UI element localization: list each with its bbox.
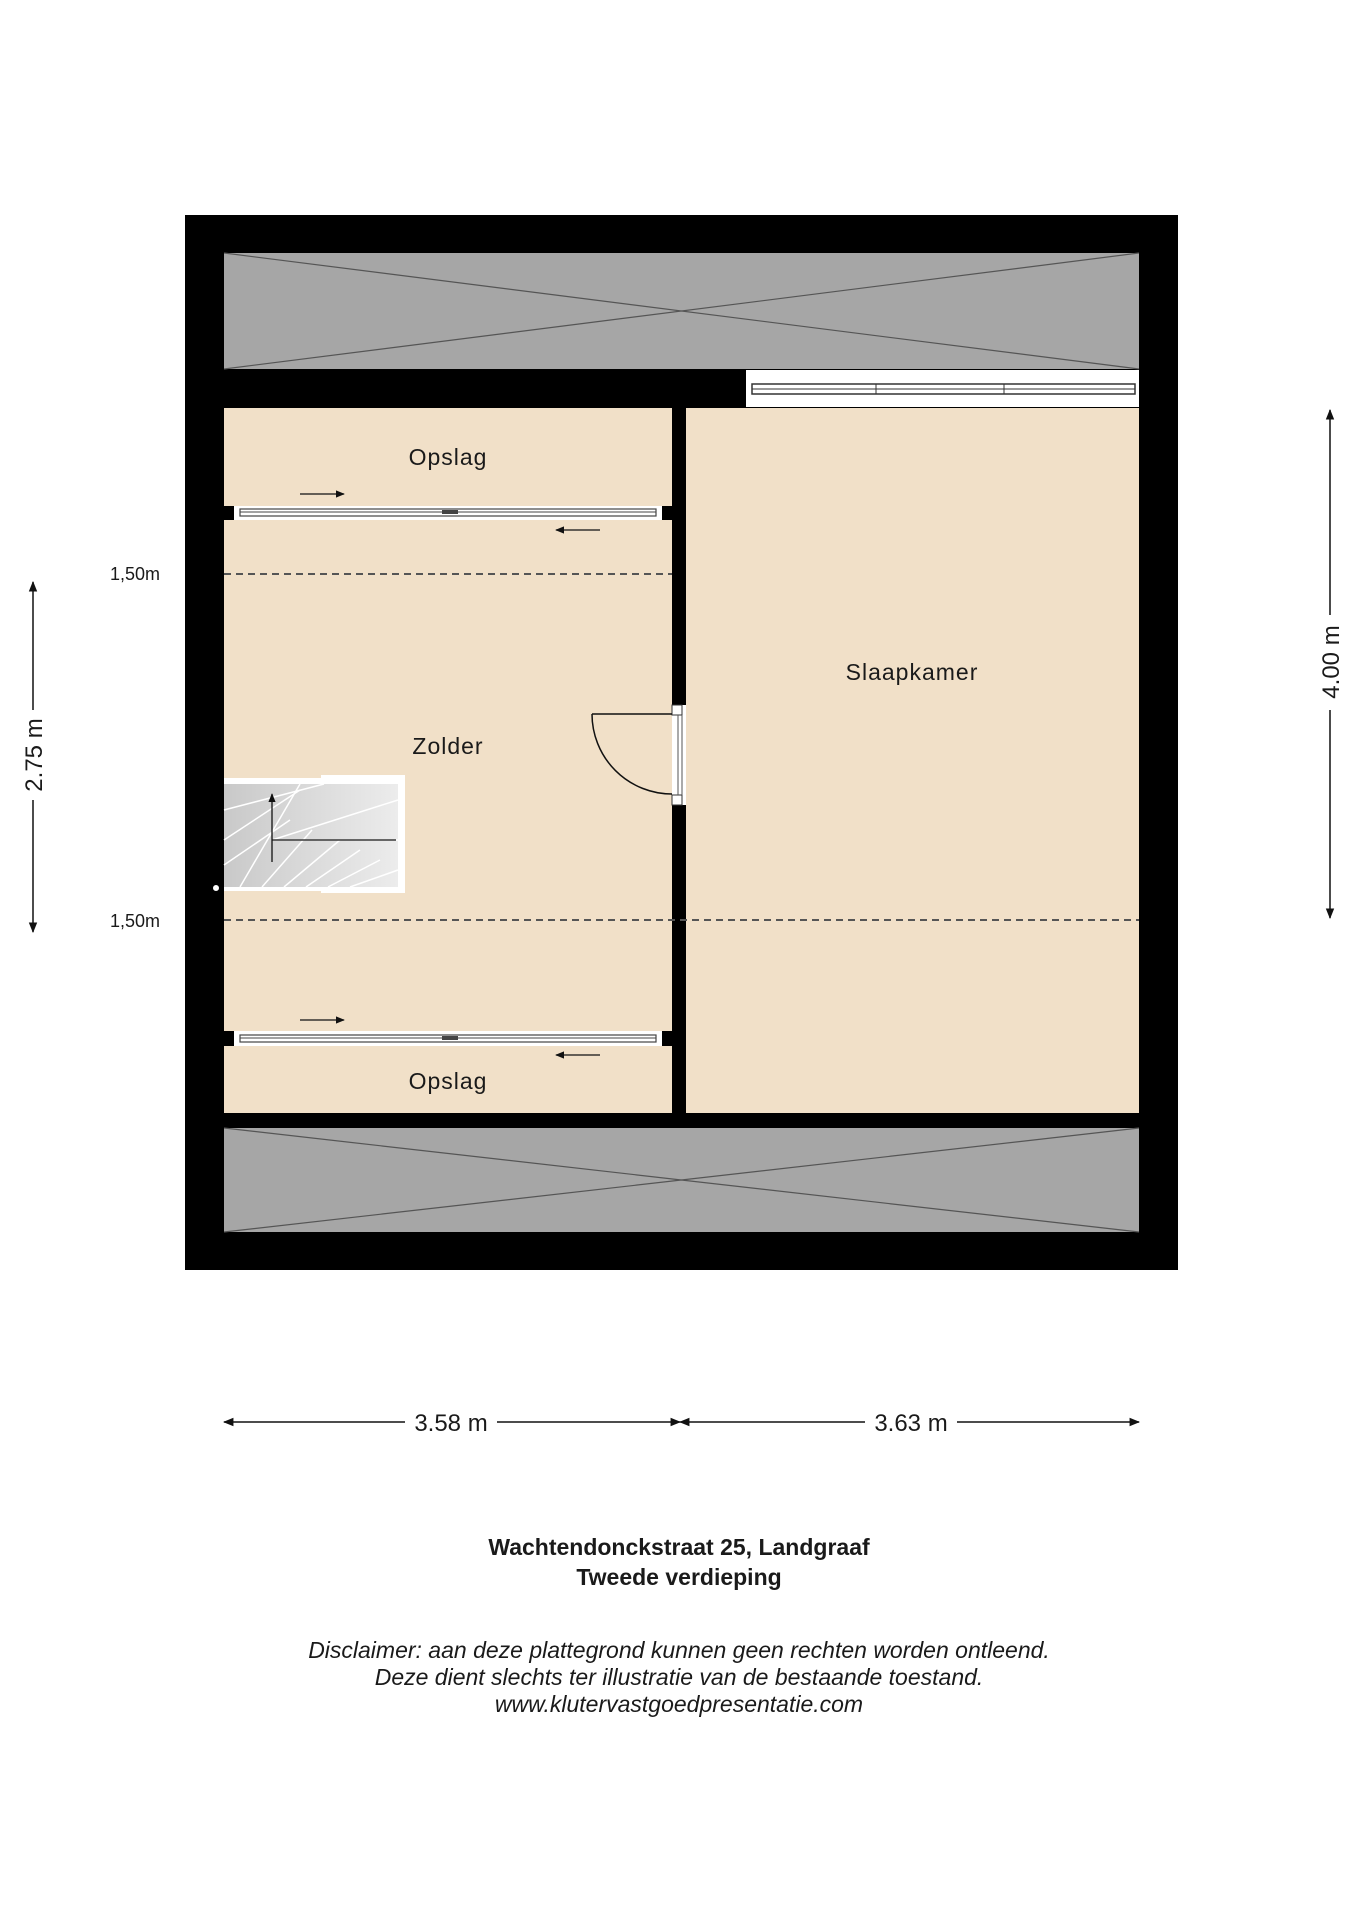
height-label-upper: 1,50m (110, 564, 160, 584)
window-top (746, 370, 1139, 407)
dimension-label-right: 4.00 m (1318, 625, 1345, 698)
dimension-bottom-left: 3.58 m (222, 1410, 682, 1437)
void-top (223, 252, 1140, 370)
address-label: Wachtendonckstraat 25, Landgraaf (488, 1534, 870, 1560)
room-opslag-top (224, 408, 672, 506)
room-zolder (224, 520, 672, 1031)
room-opslag-bottom (224, 1046, 672, 1113)
door-slaapkamer (591, 704, 686, 806)
dimension-right: 4.00 m (1318, 408, 1345, 920)
disclaimer-website: www.klutervastgoedpresentatie.com (494, 1691, 864, 1717)
dimension-left: 2.75 m (21, 580, 48, 934)
room-label-opslag-top: Opslag (409, 444, 488, 470)
room-slaapkamer (686, 408, 1139, 1113)
disclaimer: Disclaimer: aan deze plattegrond kunnen … (0, 1637, 1358, 1718)
room-label-slaapkamer: Slaapkamer (846, 659, 979, 685)
disclaimer-line-2: Deze dient slechts ter illustratie van d… (374, 1664, 984, 1690)
sliding-door-bottom (234, 1016, 662, 1059)
plan-caption: Wachtendonckstraat 25, Landgraaf Tweede … (0, 1532, 1358, 1592)
height-label-lower: 1,50m (110, 911, 160, 931)
room-label-zolder: Zolder (412, 733, 483, 759)
disclaimer-line-1: Disclaimer: aan deze plattegrond kunnen … (308, 1637, 1050, 1663)
floor-label: Tweede verdieping (576, 1564, 782, 1590)
stairs (213, 775, 405, 893)
sliding-door-top (234, 490, 662, 534)
dimension-label-bottom-left: 3.58 m (414, 1410, 487, 1437)
dimension-label-bottom-right: 3.63 m (874, 1410, 947, 1437)
dimension-bottom-right: 3.63 m (678, 1410, 1141, 1437)
room-label-opslag-bottom: Opslag (409, 1068, 488, 1094)
void-bottom (223, 1127, 1140, 1233)
dimension-label-left: 2.75 m (21, 718, 48, 791)
